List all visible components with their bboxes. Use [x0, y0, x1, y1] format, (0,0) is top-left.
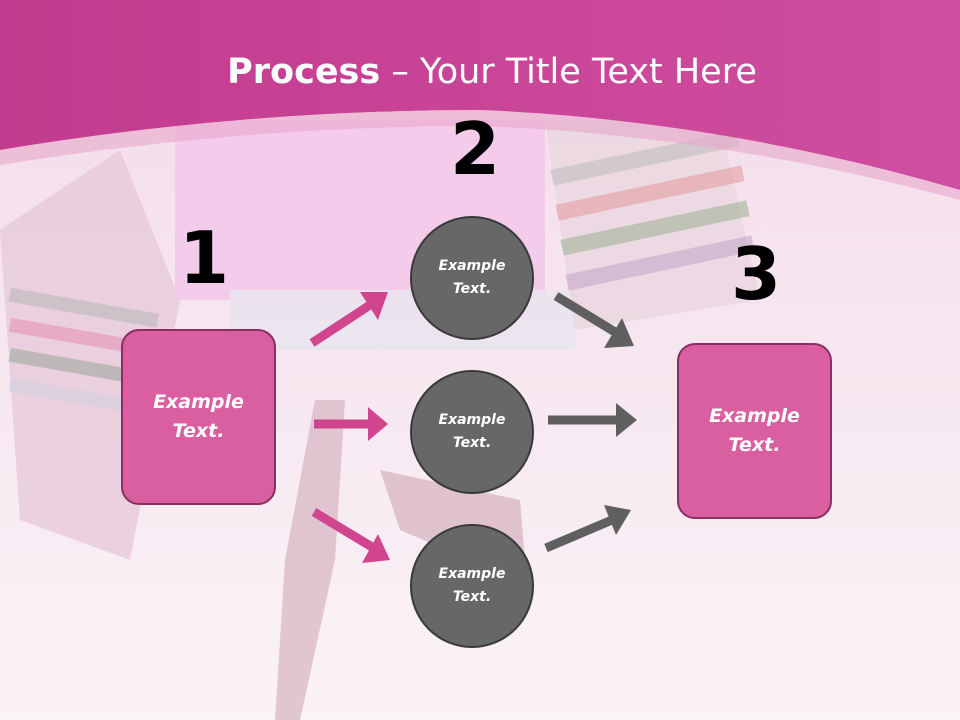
step-2-circle-top-text: Example Text. — [438, 258, 506, 297]
step-number-3: 3 — [731, 232, 782, 316]
arrowhead-1-to-2-top — [360, 292, 388, 320]
title-rest: – Your Title Text Here — [380, 52, 757, 92]
pink-arrows — [309, 292, 390, 563]
arrow-1-to-2-bottom — [311, 508, 375, 551]
gray-arrows — [544, 292, 637, 553]
arrow-2-bottom-to-3 — [544, 515, 614, 553]
arrowhead-2-top-to-3 — [604, 318, 634, 348]
arrowhead-1-to-2-bottom — [362, 534, 390, 563]
arrow-1-to-2-top — [309, 301, 373, 347]
step-2-circle-middle-text: Example Text. — [438, 412, 506, 451]
slide-title: Process – Your Title Text Here — [0, 52, 960, 92]
arrowhead-2-middle-to-3 — [616, 403, 637, 437]
step-3-text: Example Text. — [709, 405, 800, 456]
arrowhead-2-bottom-to-3 — [604, 505, 631, 535]
step-number-1: 1 — [179, 216, 230, 300]
step-2-circle-top: Example Text. — [410, 216, 534, 340]
step-2-circle-bottom-text: Example Text. — [438, 566, 506, 605]
title-bold: Process — [227, 52, 381, 92]
arrow-2-top-to-3 — [553, 292, 618, 336]
step-2-circle-bottom: Example Text. — [410, 524, 534, 648]
step-1-box: Example Text. — [121, 329, 276, 505]
arrowhead-1-to-2-middle — [368, 407, 388, 441]
step-1-text: Example Text. — [153, 391, 244, 442]
step-3-box: Example Text. — [677, 343, 832, 519]
step-2-circle-middle: Example Text. — [410, 370, 534, 494]
step-number-2: 2 — [450, 107, 501, 191]
